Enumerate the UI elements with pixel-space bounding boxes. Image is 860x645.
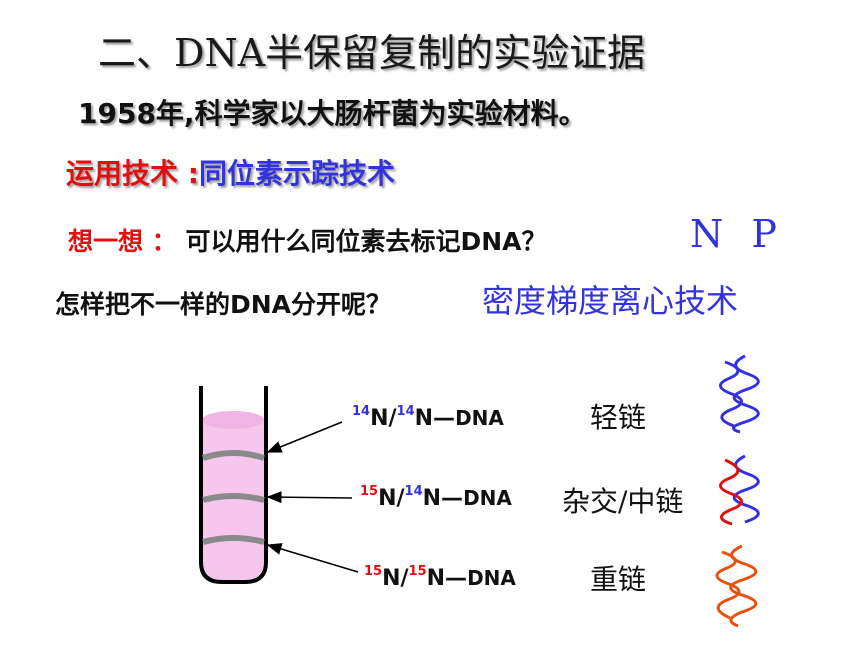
technique-label: 运用技术 :	[66, 157, 199, 190]
page-title: 二、DNA半保留复制的实验证据	[98, 31, 646, 75]
hybrid-chain-helix-icon	[719, 454, 760, 526]
think-question: 想一想 ： 可以用什么同位素去标记DNA？	[68, 222, 546, 258]
light-chain-helix-icon	[719, 354, 760, 434]
arrow-hybrid	[266, 491, 353, 504]
band-label-hybrid: 15N/14N—DNA	[360, 484, 512, 511]
heavy-chain-helix-icon	[715, 544, 758, 628]
think-question-text: 可以用什么同位素去标记DNA？	[185, 227, 547, 256]
arrow-light	[266, 421, 343, 453]
chain-label-light: 轻链	[590, 401, 647, 434]
band-light	[202, 450, 265, 461]
band-label-heavy: 15N/15N—DNA	[364, 564, 516, 591]
chain-label-hybrid: 杂交/中链	[562, 485, 684, 518]
technique-value: 同位素示踪技术	[198, 157, 395, 190]
isotope-answer: N P	[690, 212, 785, 256]
separation-answer: 密度梯度离心技术	[482, 282, 739, 320]
liquid-surface	[202, 411, 264, 429]
band-heavy	[202, 535, 265, 545]
band-hybrid	[202, 493, 265, 503]
separation-question: 怎样把不一样的DNA分开呢？	[55, 290, 392, 319]
arrow-heavy	[266, 543, 359, 573]
band-label-light: 14N/14N—DNA	[352, 404, 504, 431]
test-tube	[199, 386, 268, 584]
chain-label-heavy: 重链	[590, 563, 647, 596]
experiment-intro: 1958年,科学家以大肠杆菌为实验材料。	[78, 97, 587, 130]
think-label: 想一想 ：	[68, 227, 177, 256]
technique-line: 运用技术 :同位素示踪技术	[66, 152, 395, 192]
